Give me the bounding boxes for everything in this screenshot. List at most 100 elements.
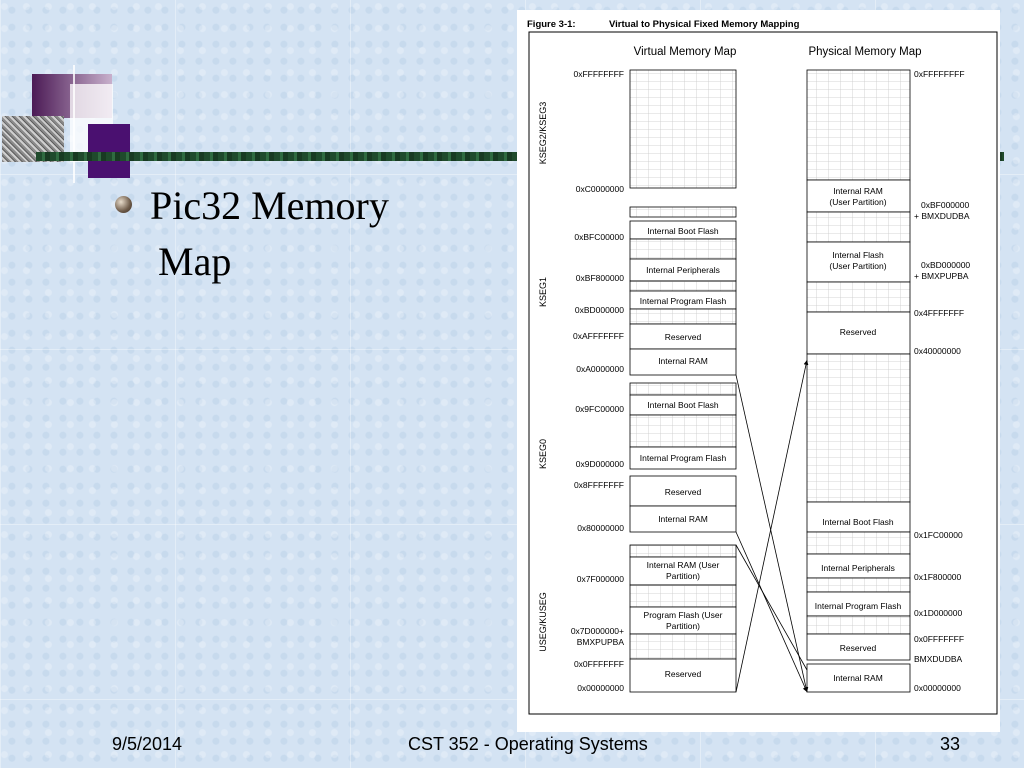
footer-date: 9/5/2014 [112,734,183,754]
physical-address: 0xFFFFFFFF [914,69,965,79]
virtual-memory-column [629,69,737,693]
physical-address: 0x4FFFFFFF [914,308,964,318]
virtual-address: 0x7F000000 [577,574,625,584]
physical-memory-column [806,69,911,693]
physical-address: 0xBF000000 [921,200,969,210]
figure-frame [528,31,998,715]
physical-label-peripherals: Internal Peripherals [821,563,895,573]
figure-caption-title: Virtual to Physical Fixed Memory Mapping [609,19,800,30]
virtual-address: 0xFFFFFFFF [573,69,624,79]
virtual-block [629,658,737,693]
physical-label-ram-line1: Internal RAM [833,186,883,196]
mapping-line [735,544,808,671]
segment-label-kseg2-kseg3: KSEG2/KSEG3 [538,102,548,165]
virtual-grid-spacer [629,584,737,608]
virtual-address: 0xAFFFFFFF [573,331,624,341]
virtual-address: 0x9D000000 [576,459,624,469]
virtual-address: 0xC0000000 [576,184,624,194]
virtual-grid-spacer [629,206,737,218]
physical-label-program-flash: Internal Program Flash [815,601,902,611]
footer-page-number: 33 [940,734,961,754]
virtual-grid-spacer [629,280,737,292]
decor-purple-square [88,124,130,178]
virtual-address: 0x7D000000+ [571,626,624,636]
virtual-label-boot-flash-kseg0: Internal Boot Flash [647,400,719,410]
mapping-arrow [735,531,808,693]
virtual-block [629,446,737,470]
virtual-label-user-ram-line1: Internal RAM (User [647,560,720,570]
virtual-block [629,323,737,350]
physical-label-reserved: Reserved [840,327,877,337]
virtual-grid-spacer [629,544,737,558]
virtual-label-peripherals: Internal Peripherals [646,265,720,275]
virtual-address: 0x0FFFFFFF [574,659,624,669]
title-line-2: Map [158,239,232,284]
physical-grid-region [806,69,911,181]
physical-grid-region [806,211,911,243]
physical-address: BMXDUDBA [914,654,963,664]
physical-grid-region [806,615,911,635]
bullet-icon [115,196,132,213]
virtual-label-reserved: Reserved [665,332,702,342]
physical-grid-region [806,281,911,313]
segment-label-kseg1: KSEG1 [538,277,548,307]
virtual-address: 0xBD000000 [575,305,624,315]
virtual-label-user-ram-line2: Partition) [666,571,700,581]
physical-label-boot-flash: Internal Boot Flash [822,517,894,527]
slide-title: Pic32 Memory Map [150,178,450,290]
virtual-label-user-flash-line1: Program Flash (User [644,610,723,620]
physical-address: + BMXPUPBA [914,271,969,281]
mapping-arrow [735,374,809,693]
virtual-label-reserved-kseg0: Reserved [665,487,702,497]
physical-block [806,311,911,355]
virtual-label-user-flash-line2: Partition) [666,621,700,631]
physical-address: 0x1D000000 [914,608,962,618]
decor-vertical-line [73,65,75,183]
virtual-address: 0x8FFFFFFF [574,480,624,490]
virtual-grid-spacer [629,633,737,660]
virtual-address: 0xA0000000 [576,364,624,374]
physical-address: 0x1FC00000 [914,530,963,540]
virtual-grid-spacer [629,238,737,260]
virtual-label-reserved-useg: Reserved [665,669,702,679]
segment-label-kseg0: KSEG0 [538,439,548,469]
physical-label-reserved-low: Reserved [840,643,877,653]
virtual-grid-spacer [629,308,737,325]
segment-label-useg-kuseg: USEG/KUSEG [538,592,548,652]
physical-block [806,553,911,579]
physical-map-heading: Physical Memory Map [808,46,921,58]
virtual-address: 0x9FC00000 [575,404,624,414]
virtual-kseg2-region [629,69,737,189]
virtual-block [629,556,737,586]
mapping-arrow [735,359,809,693]
virtual-address: 0xBFC00000 [574,232,624,242]
virtual-grid-spacer [629,382,737,396]
physical-label-flash-line2: (User Partition) [829,261,886,271]
physical-block [806,241,911,283]
virtual-address: 0xBF800000 [576,273,624,283]
virtual-label-internal-ram: Internal RAM [658,356,708,366]
title-line-1: Pic32 Memory [150,183,389,228]
virtual-block [629,505,737,533]
virtual-block [629,348,737,376]
virtual-address: 0x00000000 [577,683,624,693]
memory-map-figure: Figure 3-1: Virtual to Physical Fixed Me… [517,10,1000,732]
physical-label-internal-ram: Internal RAM [833,673,883,683]
physical-block [806,501,911,533]
physical-grid-region [806,577,911,593]
virtual-label-program-flash-kseg0: Internal Program Flash [640,453,727,463]
physical-address: + BMXDUDBA [914,211,970,221]
virtual-address: BMXPUPBA [577,637,625,647]
physical-address: 0x0FFFFFFF [914,634,964,644]
virtual-grid-spacer [629,414,737,448]
virtual-map-heading: Virtual Memory Map [634,46,737,58]
physical-block [806,663,911,693]
physical-address: 0x00000000 [914,683,961,693]
physical-label-flash-line1: Internal Flash [832,250,884,260]
physical-address: 0xBD000000 [921,260,970,270]
physical-address: 0x1F800000 [914,572,962,582]
physical-label-ram-line2: (User Partition) [829,197,886,207]
figure-caption-label: Figure 3-1: [527,19,576,30]
physical-address: 0x40000000 [914,346,961,356]
physical-grid-region [806,531,911,555]
